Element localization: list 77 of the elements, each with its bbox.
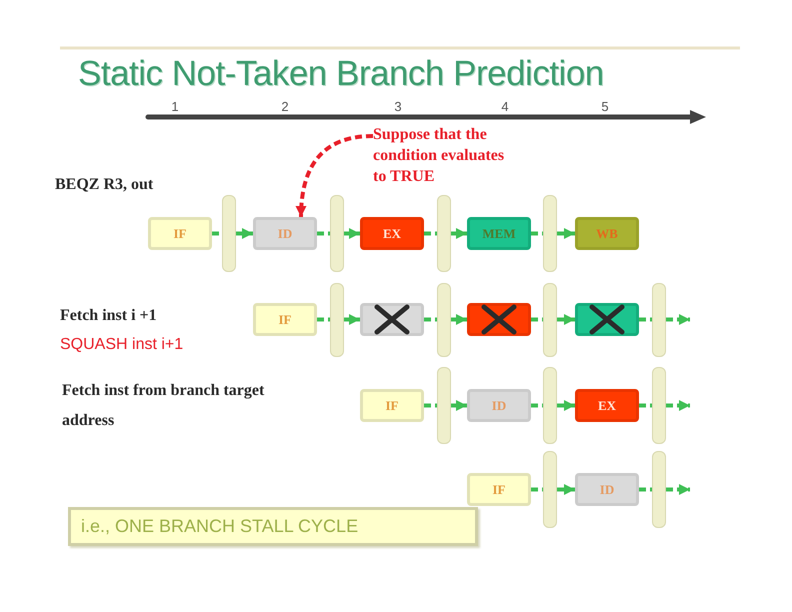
pipeline-stage-box <box>575 217 639 250</box>
pipeline-stage-box <box>253 303 317 336</box>
connector-line <box>424 318 437 322</box>
connector-line <box>424 232 437 236</box>
pipeline-register-bar <box>543 367 557 444</box>
pipeline-register-bar <box>543 195 557 272</box>
pipeline-stage-box <box>467 473 531 506</box>
tick-label: 3 <box>394 99 402 114</box>
pipeline-stage-box <box>575 389 639 422</box>
pipeline-stage-box <box>467 389 531 422</box>
connector-line <box>531 232 543 236</box>
pipeline-register-bar <box>652 451 666 528</box>
tick-label: 2 <box>281 99 289 114</box>
connector-line <box>639 318 652 322</box>
stage-label: ID <box>492 398 506 414</box>
instruction-label: BEQZ R3, out <box>55 176 154 194</box>
arrow <box>344 314 360 325</box>
instruction-label: Fetch inst from branch target address <box>62 381 266 431</box>
pipeline-register-bar <box>543 451 557 528</box>
stage-label: ID <box>278 226 292 242</box>
arrow <box>451 314 467 325</box>
arrow <box>557 400 575 411</box>
pipeline-stage-box <box>360 217 424 250</box>
stage-label: IF <box>492 482 506 498</box>
arrow <box>451 228 467 239</box>
pipeline-register-bar <box>330 195 344 272</box>
pipeline-stage-box <box>360 303 424 336</box>
connector-line <box>639 404 652 408</box>
squash-note: SQUASH inst i+1 <box>60 336 184 354</box>
stage-label: IF <box>174 226 186 242</box>
stage-label: WB <box>596 226 618 242</box>
pipeline-register-bar <box>437 195 451 272</box>
stage-label: MEM <box>482 226 516 242</box>
arrow <box>344 228 360 239</box>
arrow <box>451 400 467 411</box>
pipeline-register-bar <box>543 282 557 356</box>
arrow <box>666 314 690 325</box>
connector-line <box>317 318 330 322</box>
stage-label: IF <box>386 398 398 414</box>
pipeline-register-bar <box>222 195 236 272</box>
pipeline-register-bar <box>652 367 666 444</box>
connector-line <box>531 404 543 408</box>
pipeline-stage-box <box>575 473 639 506</box>
curved-arrow <box>296 134 374 218</box>
connector-line <box>531 318 543 322</box>
pipeline-register-bar <box>652 282 666 356</box>
pipeline-stage-box <box>148 217 212 250</box>
slide-title: Static Not-Taken Branch Prediction <box>78 54 604 94</box>
stage-label: ID <box>600 482 614 498</box>
tick-label: 5 <box>601 99 609 114</box>
tick-label: 4 <box>501 99 509 114</box>
connector-line <box>424 404 437 408</box>
arrow <box>557 228 575 239</box>
arrow <box>666 484 690 495</box>
arrow <box>236 228 253 239</box>
pipeline-register-bar <box>330 282 344 356</box>
annotation-text: Suppose that the condition evaluates to TRUE <box>373 124 515 187</box>
connector-line <box>639 488 652 492</box>
connector-line <box>531 488 543 492</box>
tick-label: 1 <box>171 99 179 114</box>
pipeline-stage-box <box>253 217 317 250</box>
pipeline-stage-box <box>467 303 531 336</box>
arrow <box>557 484 575 495</box>
stage-label: EX <box>598 398 616 414</box>
stage-label: EX <box>382 226 402 242</box>
connector-line <box>212 232 222 236</box>
arrow <box>666 400 690 411</box>
instruction-label: Fetch inst i +1 <box>60 307 157 325</box>
arrow <box>557 314 575 325</box>
note-box: i.e., ONE BRANCH STALL CYCLE <box>68 507 478 546</box>
stage-label: IF <box>278 312 292 328</box>
pipeline-stage-box <box>360 389 424 422</box>
pipeline-register-bar <box>437 367 451 444</box>
pipeline-stage-box <box>467 217 531 250</box>
pipeline-register-bar <box>437 282 451 356</box>
pipeline-stage-box <box>575 303 639 336</box>
connector-line <box>317 232 330 236</box>
